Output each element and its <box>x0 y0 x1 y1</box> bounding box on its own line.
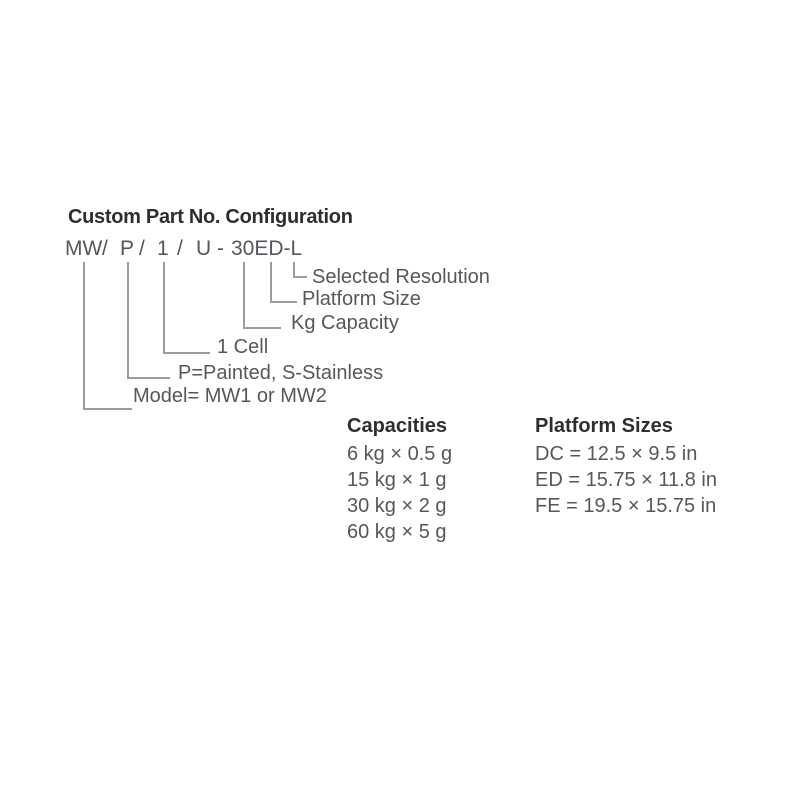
callout-paint-options: P=Painted, S-Stainless <box>178 362 384 384</box>
part-number-code-segment: 30ED-L <box>231 237 303 260</box>
part-number-separator: / <box>139 237 145 260</box>
connector-cell-horizontal <box>163 352 210 354</box>
platform-size-item: ED = 15.75 × 11.8 in <box>535 469 717 491</box>
platform-size-item: DC = 12.5 × 9.5 in <box>535 443 698 465</box>
part-number-dash: - <box>217 237 224 260</box>
capacity-item: 30 kg × 2 g <box>347 495 447 517</box>
connector-cell-vertical <box>163 262 165 354</box>
callout-platform-size: Platform Size <box>302 288 421 310</box>
part-number-separator: / <box>177 237 183 260</box>
callout-kg-capacity: Kg Capacity <box>291 312 399 334</box>
connector-resolution-vertical <box>293 262 295 278</box>
part-number-u-segment: U <box>196 237 212 260</box>
capacity-item: 15 kg × 1 g <box>347 469 447 491</box>
connector-model-vertical <box>83 262 85 410</box>
platform-sizes-list: Platform Sizes DC = 12.5 × 9.5 in ED = 1… <box>535 414 717 519</box>
connector-platform-horizontal <box>270 301 297 303</box>
part-number-model-segment: MW <box>65 237 103 260</box>
connector-platform-vertical <box>270 262 272 303</box>
diagram-title: Custom Part No. Configuration <box>68 206 353 228</box>
capacity-item: 6 kg × 0.5 g <box>347 443 453 465</box>
callout-selected-resolution: Selected Resolution <box>312 266 490 288</box>
part-number-cells-segment: 1 <box>157 237 169 260</box>
connector-capacity-horizontal <box>243 327 281 329</box>
callout-one-cell: 1 Cell <box>217 336 269 358</box>
connector-model-horizontal <box>83 408 132 410</box>
part-number-separator: / <box>102 237 108 260</box>
connector-paint-horizontal <box>127 377 170 379</box>
capacities-heading: Capacities <box>347 415 448 437</box>
connector-paint-vertical <box>127 262 129 379</box>
part-number-paint-segment: P <box>120 237 135 260</box>
connector-resolution-horizontal <box>293 276 307 278</box>
capacities-list: Capacities 6 kg × 0.5 g 15 kg × 1 g 30 k… <box>347 414 452 545</box>
capacity-item: 60 kg × 5 g <box>347 521 447 543</box>
callout-model-options: Model= MW1 or MW2 <box>133 385 327 407</box>
connector-capacity-vertical <box>243 262 245 329</box>
platform-size-item: FE = 19.5 × 15.75 in <box>535 495 717 517</box>
platform-sizes-heading: Platform Sizes <box>535 415 673 437</box>
